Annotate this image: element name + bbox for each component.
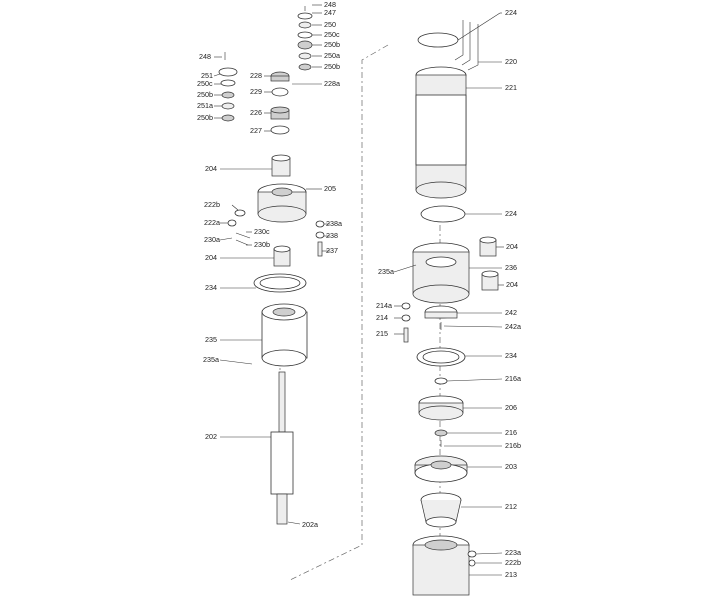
label-247: 247 (324, 8, 336, 17)
label-251: 251 (201, 71, 213, 80)
label-212: 212 (505, 502, 517, 511)
label-228a: 228a (324, 79, 340, 88)
label-204-b: 204 (205, 253, 217, 262)
label-204-c: 204 (506, 242, 518, 251)
label-248-left: 248 (199, 52, 211, 61)
label-203: 203 (505, 462, 517, 471)
label-238: 238 (326, 231, 338, 240)
label-229: 229 (250, 87, 262, 96)
label-242: 242 (505, 308, 517, 317)
label-235: 235 (205, 335, 217, 344)
label-236: 236 (505, 263, 517, 272)
label-250a: 250a (324, 51, 340, 60)
label-224-b: 224 (505, 209, 517, 218)
label-214: 214 (376, 313, 388, 322)
label-248: 248 (324, 0, 336, 9)
label-202: 202 (205, 432, 217, 441)
label-226: 226 (250, 108, 262, 117)
label-235a-a: 235a (203, 355, 219, 364)
label-250b-2: 250b (324, 62, 340, 71)
label-251a: 251a (197, 101, 213, 110)
label-223a: 223a (505, 548, 521, 557)
label-215: 215 (376, 329, 388, 338)
label-216a: 216a (505, 374, 521, 383)
label-242a: 242a (505, 322, 521, 331)
label-222b-b: 222b (505, 558, 521, 567)
label-237: 237 (326, 246, 338, 255)
label-206: 206 (505, 403, 517, 412)
label-204-d: 204 (506, 280, 518, 289)
label-221: 221 (505, 83, 517, 92)
label-234-a: 234 (205, 283, 217, 292)
label-250b: 250b (324, 40, 340, 49)
label-224-a: 224 (505, 8, 517, 17)
label-250: 250 (324, 20, 336, 29)
label-234-b: 234 (505, 351, 517, 360)
right-column-parts (401, 20, 499, 596)
label-216: 216 (505, 428, 517, 437)
label-216b: 216b (505, 441, 521, 450)
label-230a: 230a (204, 235, 220, 244)
label-230c: 230c (254, 227, 270, 236)
label-214a: 214a (376, 301, 392, 310)
label-235a-b: 235a (378, 267, 394, 276)
label-250b-left-2: 250b (197, 113, 213, 122)
label-250c-left: 250c (197, 79, 213, 88)
label-204-a: 204 (205, 164, 217, 173)
label-222a: 222a (204, 218, 220, 227)
label-205: 205 (324, 184, 336, 193)
label-250b-left: 250b (197, 90, 213, 99)
label-213: 213 (505, 570, 517, 579)
part-labels: 248 247 250 250c 250b 250a 250b 248 251 … (197, 0, 521, 579)
label-222b: 222b (204, 200, 220, 209)
label-228: 228 (250, 71, 262, 80)
label-238a: 238a (326, 219, 342, 228)
left-column-parts (218, 6, 325, 525)
label-227: 227 (250, 126, 262, 135)
label-250c: 250c (324, 30, 340, 39)
leader-lines (213, 4, 504, 576)
label-202a: 202a (302, 520, 318, 529)
label-230b: 230b (254, 240, 270, 249)
label-220: 220 (505, 57, 517, 66)
